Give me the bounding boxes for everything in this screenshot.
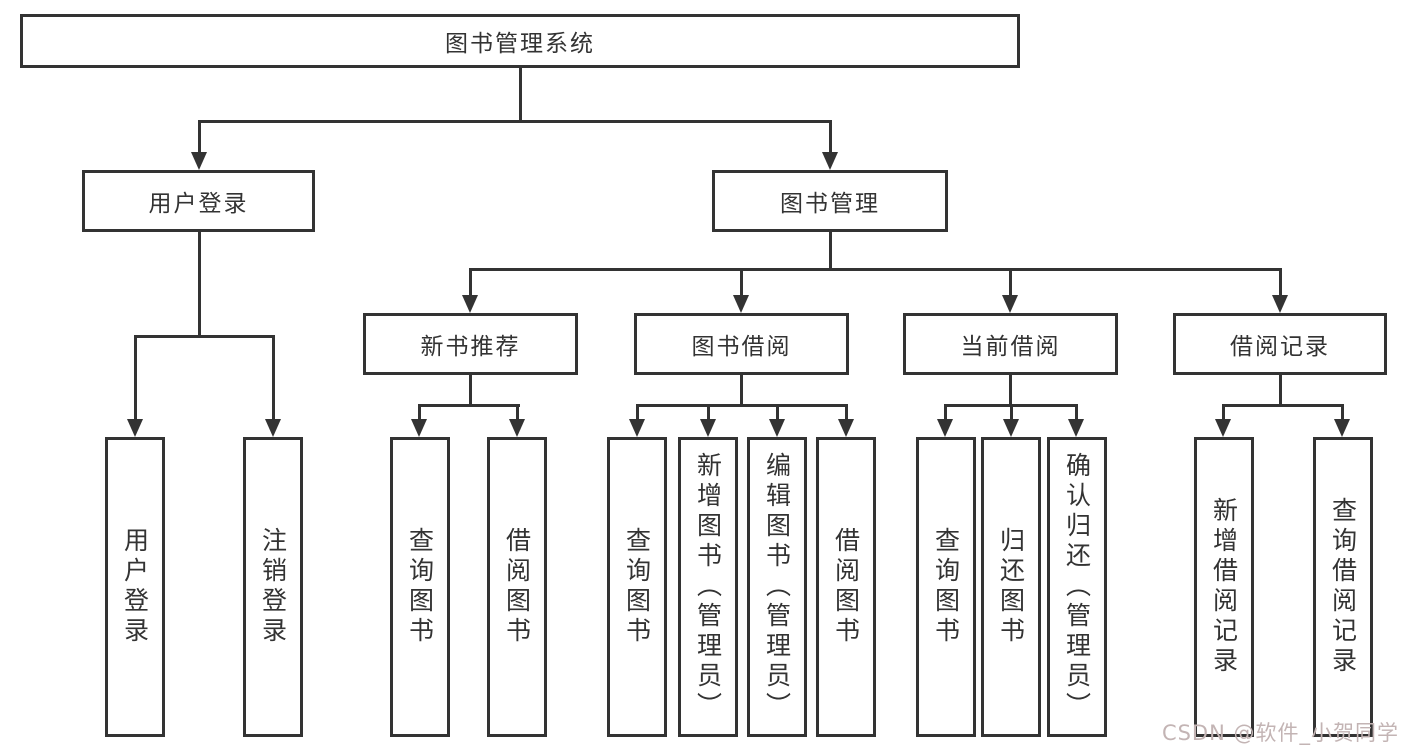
connector-vline bbox=[1009, 375, 1012, 406]
arrowhead bbox=[1003, 419, 1019, 437]
leaf-return-books: 归还图书 bbox=[981, 437, 1041, 737]
arrowhead bbox=[769, 419, 785, 437]
leaf-query-borrow-record: 查询借阅记录 bbox=[1313, 437, 1373, 737]
leaf-query-books-current: 查询图书 bbox=[916, 437, 976, 737]
arrowhead bbox=[411, 419, 427, 437]
connector-vline bbox=[198, 120, 201, 154]
leaf-query-books-borrow: 查询图书 bbox=[607, 437, 667, 737]
connector-vline bbox=[1075, 404, 1078, 421]
arrowhead bbox=[1334, 419, 1350, 437]
arrowhead bbox=[937, 419, 953, 437]
arrowhead bbox=[509, 419, 525, 437]
connector-vline bbox=[418, 404, 421, 421]
leaf-borrow-books-recommend: 借阅图书 bbox=[487, 437, 547, 737]
leaf-edit-books-admin: 编辑图书（管理员） bbox=[747, 437, 807, 737]
connector-vline bbox=[198, 232, 201, 337]
leaf-label: 注销登录 bbox=[258, 527, 288, 647]
connector-vline bbox=[272, 335, 275, 421]
leaf-label: 查询借阅记录 bbox=[1328, 497, 1358, 677]
node-root: 图书管理系统 bbox=[20, 14, 1020, 68]
connector-vline bbox=[519, 68, 522, 121]
node-book-management: 图书管理 bbox=[712, 170, 948, 232]
arrowhead bbox=[838, 419, 854, 437]
leaf-label: 借阅图书 bbox=[831, 527, 861, 647]
arrowhead bbox=[462, 295, 478, 313]
arrowhead bbox=[629, 419, 645, 437]
connector-hline bbox=[469, 268, 1282, 271]
connector-hline bbox=[1222, 404, 1343, 407]
arrowhead bbox=[1002, 295, 1018, 313]
leaf-confirm-return-admin: 确认归还（管理员） bbox=[1047, 437, 1107, 737]
arrowhead bbox=[822, 152, 838, 170]
leaf-query-books-recommend: 查询图书 bbox=[390, 437, 450, 737]
node-book-borrow: 图书借阅 bbox=[634, 313, 849, 375]
arrowhead bbox=[700, 419, 716, 437]
connector-hline bbox=[134, 335, 275, 338]
connector-vline bbox=[845, 404, 848, 421]
leaf-label: 借阅图书 bbox=[502, 527, 532, 647]
leaf-user-login: 用户登录 bbox=[105, 437, 165, 737]
leaf-label: 查询图书 bbox=[405, 527, 435, 647]
node-user-login: 用户登录 bbox=[82, 170, 315, 232]
connector-vline bbox=[1341, 404, 1344, 421]
connector-vline bbox=[469, 268, 472, 296]
leaf-label: 新增图书（管理员） bbox=[693, 452, 723, 722]
connector-vline bbox=[944, 404, 947, 421]
connector-vline bbox=[469, 375, 472, 406]
leaf-logout: 注销登录 bbox=[243, 437, 303, 737]
connector-hline bbox=[198, 120, 832, 123]
connector-vline bbox=[829, 232, 832, 271]
connector-vline bbox=[707, 404, 710, 421]
connector-vline bbox=[740, 268, 743, 296]
leaf-label: 用户登录 bbox=[120, 527, 150, 647]
arrowhead bbox=[191, 152, 207, 170]
arrowhead bbox=[733, 295, 749, 313]
connector-vline bbox=[776, 404, 779, 421]
connector-hline bbox=[418, 404, 520, 407]
connector-vline bbox=[1009, 268, 1012, 296]
connector-hline bbox=[636, 404, 847, 407]
connector-vline bbox=[740, 375, 743, 406]
leaf-label: 归还图书 bbox=[996, 527, 1026, 647]
connector-vline bbox=[134, 335, 137, 421]
connector-vline bbox=[636, 404, 639, 421]
leaf-label: 编辑图书（管理员） bbox=[762, 452, 792, 722]
leaf-label: 确认归还（管理员） bbox=[1062, 452, 1092, 722]
connector-vline bbox=[829, 120, 832, 154]
arrowhead bbox=[265, 419, 281, 437]
node-new-book-recommend: 新书推荐 bbox=[363, 313, 578, 375]
leaf-borrow-books: 借阅图书 bbox=[816, 437, 876, 737]
leaf-label: 查询图书 bbox=[622, 527, 652, 647]
csdn-watermark: CSDN @软件_小贺同学 bbox=[1161, 721, 1399, 745]
leaf-label: 新增借阅记录 bbox=[1209, 497, 1239, 677]
arrowhead bbox=[127, 419, 143, 437]
connector-vline bbox=[1222, 404, 1225, 421]
arrowhead bbox=[1272, 295, 1288, 313]
connector-vline bbox=[1279, 375, 1282, 406]
leaf-add-books-admin: 新增图书（管理员） bbox=[678, 437, 738, 737]
leaf-add-borrow-record: 新增借阅记录 bbox=[1194, 437, 1254, 737]
arrowhead bbox=[1215, 419, 1231, 437]
arrowhead bbox=[1068, 419, 1084, 437]
node-current-borrow: 当前借阅 bbox=[903, 313, 1118, 375]
connector-vline bbox=[516, 404, 519, 421]
connector-vline bbox=[1279, 268, 1282, 296]
node-borrow-records: 借阅记录 bbox=[1173, 313, 1387, 375]
connector-vline bbox=[1010, 404, 1013, 421]
leaf-label: 查询图书 bbox=[931, 527, 961, 647]
